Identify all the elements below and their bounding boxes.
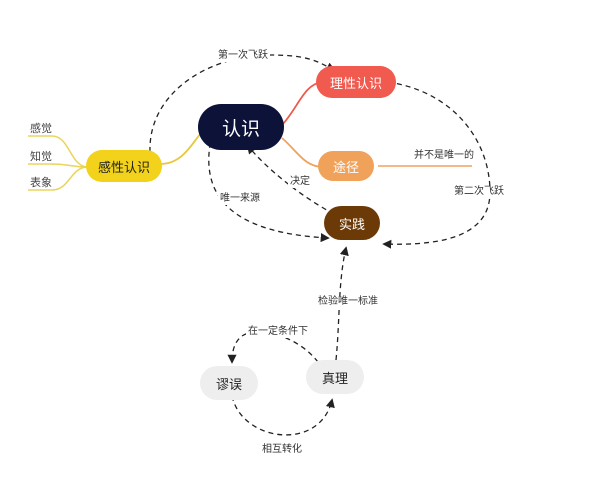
label-mutual: 相互转化 xyxy=(260,444,304,456)
node-cognition[interactable]: 认识 xyxy=(198,104,284,150)
node-practice[interactable]: 实践 xyxy=(324,206,380,240)
label-first-leap: 第一次飞跃 xyxy=(216,50,270,62)
leaf-connector-2 xyxy=(28,163,89,168)
leaf-sensation: 感觉 xyxy=(30,122,52,135)
connector-path xyxy=(281,137,323,168)
connector-rational xyxy=(281,81,323,126)
edge-second-leap xyxy=(382,81,491,249)
node-rational[interactable]: 理性认识 xyxy=(316,66,396,98)
edge-mutual xyxy=(231,395,335,436)
edge-conditions xyxy=(227,331,319,364)
leaf-connectors xyxy=(28,135,89,191)
label-criterion: 检验唯一标准 xyxy=(316,296,380,308)
label-only-source: 唯一来源 xyxy=(218,193,262,205)
node-truth[interactable]: 真理 xyxy=(306,360,364,394)
edge-first-leap xyxy=(149,54,336,153)
leaf-representation: 表象 xyxy=(30,176,52,189)
leaf-perception: 知觉 xyxy=(30,150,52,163)
label-decides: 决定 xyxy=(288,176,312,188)
node-path[interactable]: 途径 xyxy=(318,151,374,181)
label-conditions: 在一定条件下 xyxy=(246,326,310,338)
label-not-only: 并不是唯一的 xyxy=(414,150,474,161)
label-second-leap: 第二次飞跃 xyxy=(452,186,506,198)
node-perceptual[interactable]: 感性认识 xyxy=(86,150,162,182)
leaf-connector-1 xyxy=(28,135,89,168)
leaf-connector-3 xyxy=(28,166,89,191)
node-error[interactable]: 谬误 xyxy=(200,366,258,400)
edge-decides xyxy=(246,144,335,215)
